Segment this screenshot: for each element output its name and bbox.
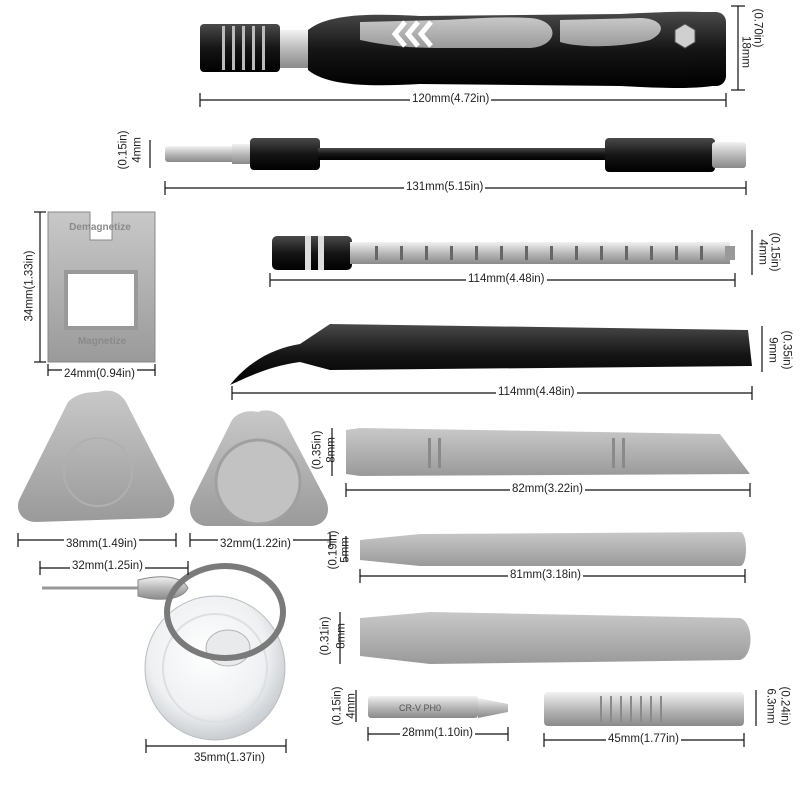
long-bit-dia-in-label: (0.15in) [768,232,781,272]
extension-length-label: 131mm(5.15in) [404,181,486,194]
adapter-dia-mm-label: 6.3mm [764,688,777,724]
spudger-3-dia-in-label: (0.31in) [319,616,332,656]
small-bit-length-label: 28mm(1.10in) [400,727,475,740]
spudger-3-dia-mm-label: 8mm [335,623,348,649]
extension-dia-mm-label: 4mm [131,137,144,163]
suction-cup-width-label: 35mm(1.37in) [192,752,267,765]
spudger-3 [360,612,751,664]
large-triangle-pick [17,390,175,522]
long-bit-length-label: 114mm(4.48in) [466,273,547,286]
small-bit [368,696,508,718]
small-bit-dia-in-label: (0.15in) [331,686,344,726]
magnetizer [47,211,156,363]
screwdriver-dia-in-label: (0.70in) [751,8,764,48]
extension-dia-in-label: (0.15in) [117,130,130,170]
magnetizer-text-top: Demagnetize [69,222,131,233]
adapter-dia-in-label: (0.24in) [778,686,791,726]
spudger-1-dia-mm-label: 8mm [325,437,338,463]
spudger-2 [360,532,746,566]
small-bit-engraving: CR-V PH0 [399,703,441,713]
magnetizer-text-bottom: Magnetize [78,336,127,347]
bit-adapter [544,692,744,726]
small-triangle-pick [189,410,329,526]
large-pick-width-label: 38mm(1.49in) [64,538,139,551]
long-bit-dia-mm-label: 4mm [756,239,769,265]
spudger-1 [346,428,750,476]
spudger-1-dia-in-label: (0.35in) [311,430,324,470]
spudger-2-dia-mm-label: 5mm [339,537,352,563]
tweezers-dia-in-label: (0.35in) [780,330,793,370]
tweezers [230,324,752,385]
flexible-extension [165,138,746,172]
screwdriver [200,11,726,89]
tweezers-length-label: 114mm(4.48in) [496,386,577,399]
magnetizer-width-label: 24mm(0.94in) [62,368,137,381]
small-bit-dia-mm-label: 4mm [345,693,358,719]
sim-pin-length-label: 32mm(1.25in) [70,560,145,573]
sim-pin [42,576,189,600]
screwdriver-length-label: 120mm(4.72in) [410,93,492,106]
tweezers-dia-mm-label: 9mm [766,337,779,363]
magnetizer-height-label: 34mm(1.33in) [23,250,36,322]
spudger-2-length-label: 81mm(3.18in) [508,569,583,582]
adapter-length-label: 45mm(1.77in) [606,733,681,746]
screwdriver-dia-mm-label: 18mm [739,36,752,68]
spudger-1-length-label: 82mm(3.22in) [510,483,585,496]
long-bit [272,236,735,270]
suction-cup [144,563,286,741]
small-pick-width-label: 32mm(1.22in) [218,538,293,551]
